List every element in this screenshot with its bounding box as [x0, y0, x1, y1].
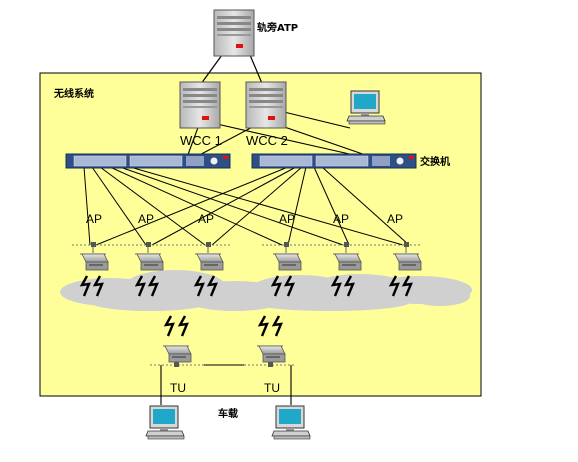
tu-label: TU: [264, 381, 280, 395]
trackside-atp-label: 轨旁ATP: [257, 23, 299, 34]
ap-label: AP: [198, 212, 215, 226]
tu-vehicle-links: [160, 365, 292, 405]
ap-label: AP: [333, 212, 350, 226]
network-switch-icon: [251, 153, 417, 169]
wcc2-label: WCC 2: [246, 133, 288, 148]
monitor-icon: [346, 90, 386, 125]
ap-bus-nodes: [91, 242, 409, 247]
wireless-cloud: [60, 270, 472, 311]
ap-label: AP: [387, 212, 404, 226]
server-icon: [179, 81, 221, 129]
server-icon: [245, 81, 287, 129]
ap-drop-lines: [92, 247, 407, 253]
ap-label: AP: [138, 212, 155, 226]
vehicle-label: 车载: [218, 409, 238, 420]
tu-label: TU: [170, 381, 186, 395]
ap-label: AP: [86, 212, 103, 226]
tu-nodes: [174, 362, 273, 367]
wireless-system-label: 无线系统: [54, 89, 94, 100]
switch-ap-links: [83, 166, 410, 246]
server-icon: [213, 9, 255, 57]
ap-label: AP: [279, 212, 296, 226]
monitor-icon: [145, 405, 185, 440]
switch-label: 交换机: [420, 157, 450, 168]
monitor-icon: [271, 405, 311, 440]
wcc1-label: WCC 1: [180, 133, 222, 148]
network-switch-icon: [65, 153, 231, 169]
